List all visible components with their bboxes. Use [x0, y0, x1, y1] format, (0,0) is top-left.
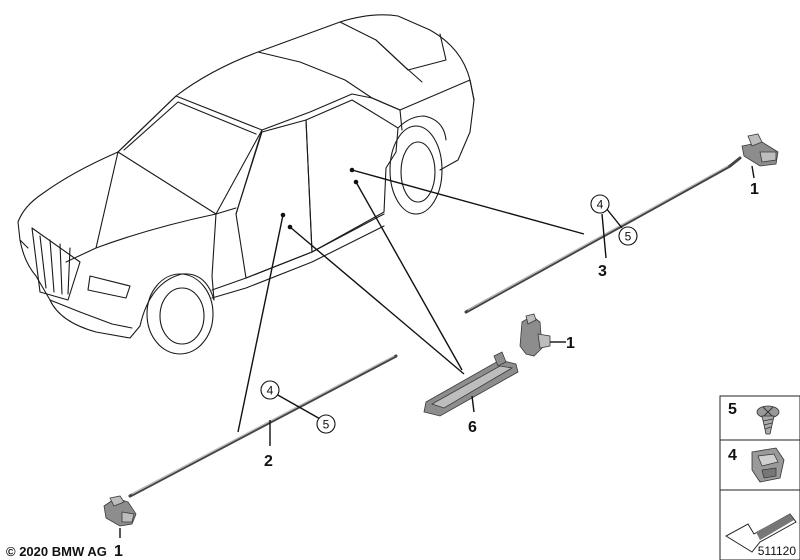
callout-3: 3	[598, 263, 607, 280]
connector-part-1	[741, 133, 779, 167]
car-illustration	[17, 14, 475, 355]
callout-4-right: 4	[597, 198, 604, 212]
direction-arrow-icon	[725, 513, 797, 553]
leader-line	[275, 393, 323, 421]
callout-1-mid: 1	[566, 335, 575, 352]
callout-2: 2	[264, 453, 273, 470]
cable-part-2	[128, 354, 398, 498]
callout-circle-5	[316, 414, 336, 434]
callout-6: 6	[468, 419, 477, 436]
callout-5-left: 5	[323, 418, 330, 432]
callout-1-top: 1	[750, 181, 759, 198]
callout-circle-4	[590, 194, 610, 214]
fastener-legend: 5 4	[719, 395, 800, 560]
legend-item-4: 4	[728, 447, 737, 464]
callout-circle-5	[618, 226, 638, 246]
legend-item-5: 5	[728, 401, 737, 418]
diagram-id: 511120	[758, 544, 797, 558]
leader-line	[351, 169, 585, 235]
rail-part-6	[423, 351, 519, 417]
leader-line	[289, 226, 465, 375]
connector-part-1	[103, 495, 137, 527]
callout-1-bottom: 1	[114, 543, 123, 560]
cable-part-3	[464, 156, 742, 314]
leader-line	[355, 181, 463, 371]
callout-circle-4	[260, 380, 280, 400]
screw-icon	[756, 405, 780, 435]
copyright: © 2020 BMW AG	[6, 544, 107, 559]
leader-line	[605, 207, 623, 229]
callout-5-right: 5	[625, 230, 632, 244]
leader-line	[237, 214, 284, 433]
callout-4-left: 4	[267, 384, 274, 398]
connector-part-1	[519, 313, 551, 357]
clip-icon	[751, 447, 785, 483]
